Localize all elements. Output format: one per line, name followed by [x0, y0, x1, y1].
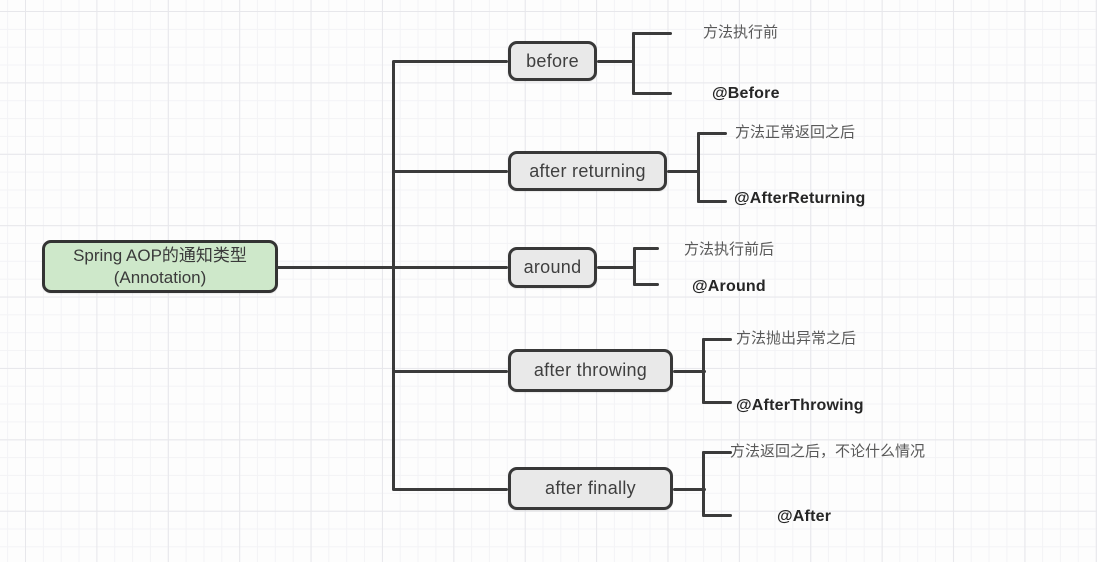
node-label: before	[526, 50, 579, 71]
bracket-line	[632, 91, 672, 95]
bracket-line	[702, 513, 732, 517]
root-subtitle: (Annotation)	[113, 267, 207, 287]
leaf-annotation: @AfterReturning	[734, 190, 866, 207]
bracket-line	[702, 450, 705, 517]
leaf-annotation: @AfterThrowing	[736, 397, 864, 414]
node-after-finally[interactable]: after finally	[508, 467, 673, 510]
branch-line	[393, 59, 508, 63]
node-label: after returning	[529, 160, 646, 181]
node-label: after finally	[545, 478, 636, 498]
node-after-throwing[interactable]: after throwing	[508, 349, 673, 392]
branch-line	[393, 487, 508, 491]
root-node-spring-aop[interactable]: Spring AOP的通知类型 (Annotation)	[42, 240, 278, 293]
node-around[interactable]: around	[508, 247, 597, 288]
leaf-annotation: @Around	[692, 278, 766, 295]
node-label: around	[523, 257, 582, 277]
branch-line	[597, 59, 635, 63]
bracket-line	[702, 337, 705, 404]
branch-line	[667, 169, 700, 173]
bracket-line	[702, 400, 732, 404]
trunk-line	[391, 59, 395, 491]
branch-line	[597, 265, 636, 269]
branch-line	[673, 487, 706, 491]
bracket-line	[697, 199, 727, 203]
node-after-returning[interactable]: after returning	[508, 151, 667, 191]
bracket-line	[632, 31, 672, 35]
node-label: after throwing	[533, 360, 648, 380]
bracket-line	[697, 131, 700, 203]
bracket-line	[633, 246, 636, 286]
branch-line	[393, 265, 508, 269]
branch-line	[393, 169, 508, 173]
leaf-desc: 方法执行前后	[684, 241, 775, 258]
bracket-line	[632, 31, 635, 95]
leaf-annotation: @After	[777, 508, 832, 525]
bracket-line	[702, 337, 732, 341]
leaf-desc: 方法返回之后，不论什么情况	[730, 443, 926, 460]
branch-line	[393, 369, 508, 373]
root-connector-line	[277, 265, 395, 269]
leaf-annotation: @Before	[712, 85, 780, 102]
bracket-line	[633, 246, 659, 250]
bracket-line	[633, 282, 659, 286]
leaf-desc: 方法正常返回之后	[735, 124, 856, 141]
branch-line	[673, 369, 706, 373]
root-title: Spring AOP的通知类型	[73, 245, 247, 265]
leaf-desc: 方法抛出异常之后	[736, 330, 857, 347]
bracket-line	[702, 450, 732, 454]
leaf-desc: 方法执行前	[703, 24, 779, 41]
node-before[interactable]: before	[508, 41, 597, 81]
bracket-line	[697, 131, 727, 135]
